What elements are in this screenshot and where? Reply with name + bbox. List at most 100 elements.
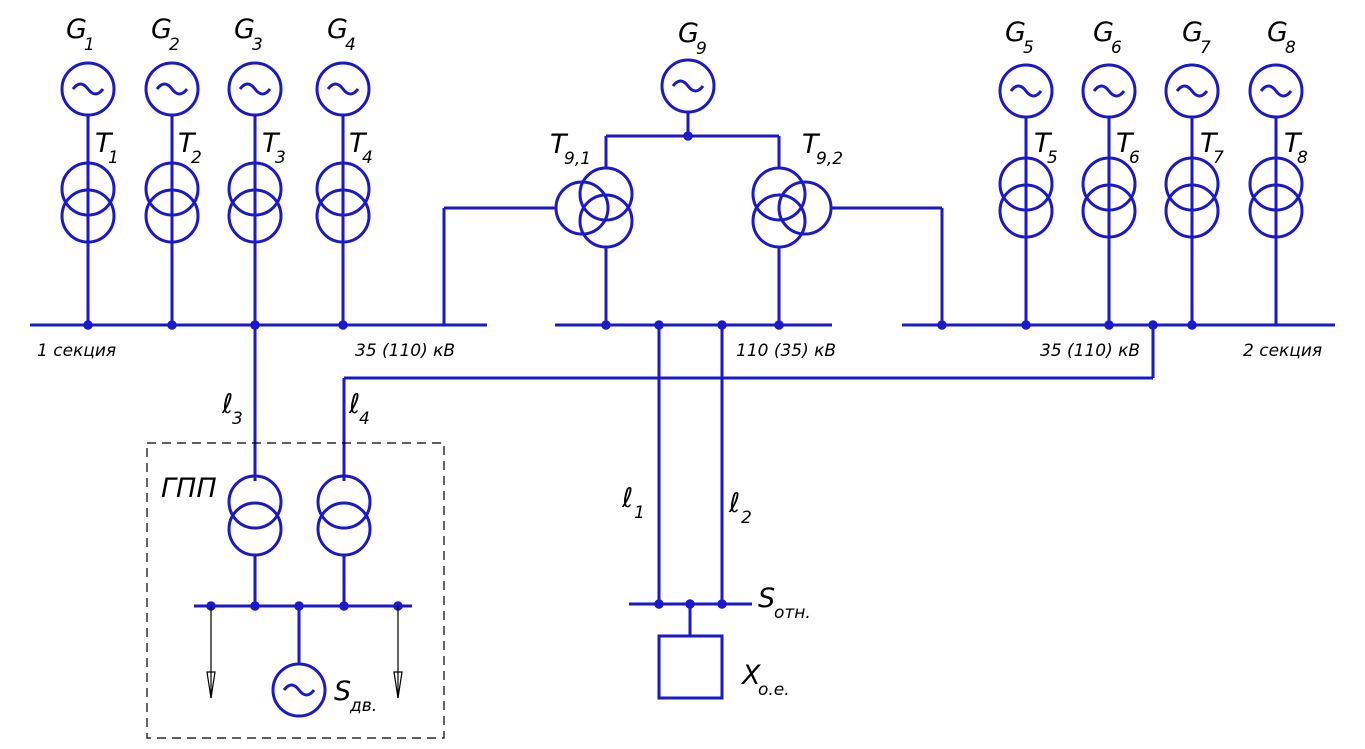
label-g7: G7	[1182, 17, 1211, 58]
svg-text:9,2: 9,2	[816, 149, 843, 169]
transformer-t5-icon	[998, 156, 1054, 212]
generator-unit-7	[1164, 63, 1220, 330]
transformer-t2-icon	[144, 161, 200, 217]
generator-unit-4	[315, 61, 371, 330]
label-t91: T9,1	[550, 129, 591, 169]
label-g1: G1	[66, 14, 95, 55]
svg-text:T: T	[1284, 128, 1303, 159]
label-t92: T9,2	[802, 129, 843, 169]
svg-text:4: 4	[345, 35, 356, 55]
svg-text:4: 4	[362, 148, 373, 168]
svg-text:T: T	[1200, 128, 1219, 159]
label-g8: G8	[1267, 17, 1296, 58]
svg-text:S: S	[758, 583, 775, 614]
lines-l1-l2	[629, 320, 752, 700]
svg-text:S: S	[334, 676, 351, 707]
label-t3: T3	[262, 128, 286, 168]
svg-text:8: 8	[1297, 148, 1308, 168]
label-l3: ℓ3	[221, 389, 243, 429]
svg-text:T: T	[550, 129, 569, 160]
svg-text:дв.: дв.	[349, 696, 377, 716]
svg-text:1: 1	[108, 148, 119, 168]
load-arrow-right-icon	[393, 671, 403, 699]
transformer-t4-icon	[315, 161, 371, 217]
transformer-t92-icon	[751, 166, 807, 222]
svg-text:1: 1	[634, 503, 645, 523]
svg-text:G: G	[1093, 17, 1114, 48]
label-l4: ℓ4	[348, 389, 370, 429]
gpp-substation	[194, 474, 412, 718]
transformer-t6-icon	[1081, 156, 1137, 212]
label-g4: G4	[327, 14, 356, 55]
svg-text:G: G	[1005, 17, 1026, 48]
svg-text:7: 7	[1200, 38, 1211, 58]
svg-text:отн.: отн.	[774, 603, 811, 623]
label-bus-left-voltage: 35 (110) кВ	[355, 341, 455, 361]
generator-unit-8	[1248, 63, 1304, 325]
svg-text:X: X	[740, 660, 761, 691]
svg-text:2: 2	[741, 508, 752, 528]
svg-text:5: 5	[1047, 148, 1058, 168]
svg-text:3: 3	[232, 409, 243, 429]
svg-text:3: 3	[252, 35, 263, 55]
label-g6: G6	[1093, 17, 1122, 58]
label-g3: G3	[234, 14, 263, 55]
label-g9: G9	[678, 18, 707, 59]
svg-text:T: T	[95, 128, 114, 159]
svg-text:G: G	[1182, 17, 1203, 48]
svg-text:9: 9	[696, 39, 707, 59]
svg-text:T: T	[349, 128, 368, 159]
svg-text:T: T	[1034, 128, 1053, 159]
svg-text:ℓ: ℓ	[221, 389, 233, 420]
label-t2: T2	[178, 128, 202, 168]
label-s-dv: Sдв.	[334, 676, 377, 716]
label-t4: T4	[349, 128, 373, 168]
gpp-substation-frame	[146, 442, 445, 739]
transformer-t1-icon	[60, 161, 116, 217]
load-arrow-left-icon	[206, 671, 216, 699]
svg-text:ℓ: ℓ	[348, 389, 360, 420]
generator-unit-1	[60, 61, 116, 330]
generator-unit-2	[144, 61, 200, 330]
svg-text:G: G	[234, 14, 255, 45]
svg-text:7: 7	[1213, 148, 1224, 168]
transformer-t7-icon	[1164, 156, 1220, 212]
svg-text:8: 8	[1285, 38, 1296, 58]
svg-text:T: T	[262, 128, 281, 159]
svg-text:G: G	[678, 18, 699, 49]
label-bus-section-1: 1 секция	[37, 341, 116, 361]
svg-text:1: 1	[84, 35, 95, 55]
label-t5: T5	[1034, 128, 1058, 168]
label-x-oe: Xо.е.	[740, 660, 790, 700]
svg-text:G: G	[327, 14, 348, 45]
svg-text:4: 4	[359, 409, 370, 429]
svg-text:G: G	[151, 14, 172, 45]
svg-text:3: 3	[275, 148, 286, 168]
lines-l3-l4	[253, 320, 1158, 481]
label-t1: T1	[95, 128, 119, 168]
svg-text:6: 6	[1111, 38, 1122, 58]
label-g2: G2	[151, 14, 180, 55]
svg-text:о.е.: о.е.	[758, 680, 790, 700]
gpp-transformer-2-icon	[316, 474, 372, 530]
svg-text:T: T	[1116, 128, 1135, 159]
label-t6: T6	[1116, 128, 1140, 168]
svg-text:2: 2	[169, 35, 180, 55]
transformer-t8-icon	[1248, 156, 1304, 212]
label-gpp: ГПП	[161, 473, 217, 504]
generator-unit-3	[227, 61, 283, 330]
system-reactance-box	[657, 634, 724, 700]
central-generator-unit	[442, 58, 947, 330]
transformer-t3-icon	[227, 161, 283, 217]
label-t8: T8	[1284, 128, 1308, 168]
svg-text:G: G	[1267, 17, 1288, 48]
label-g5: G5	[1005, 17, 1034, 58]
svg-text:2: 2	[191, 148, 202, 168]
svg-text:ℓ: ℓ	[621, 483, 633, 514]
generator-unit-5	[998, 63, 1054, 330]
gpp-transformer-1-icon	[227, 474, 283, 530]
svg-text:6: 6	[1129, 148, 1140, 168]
